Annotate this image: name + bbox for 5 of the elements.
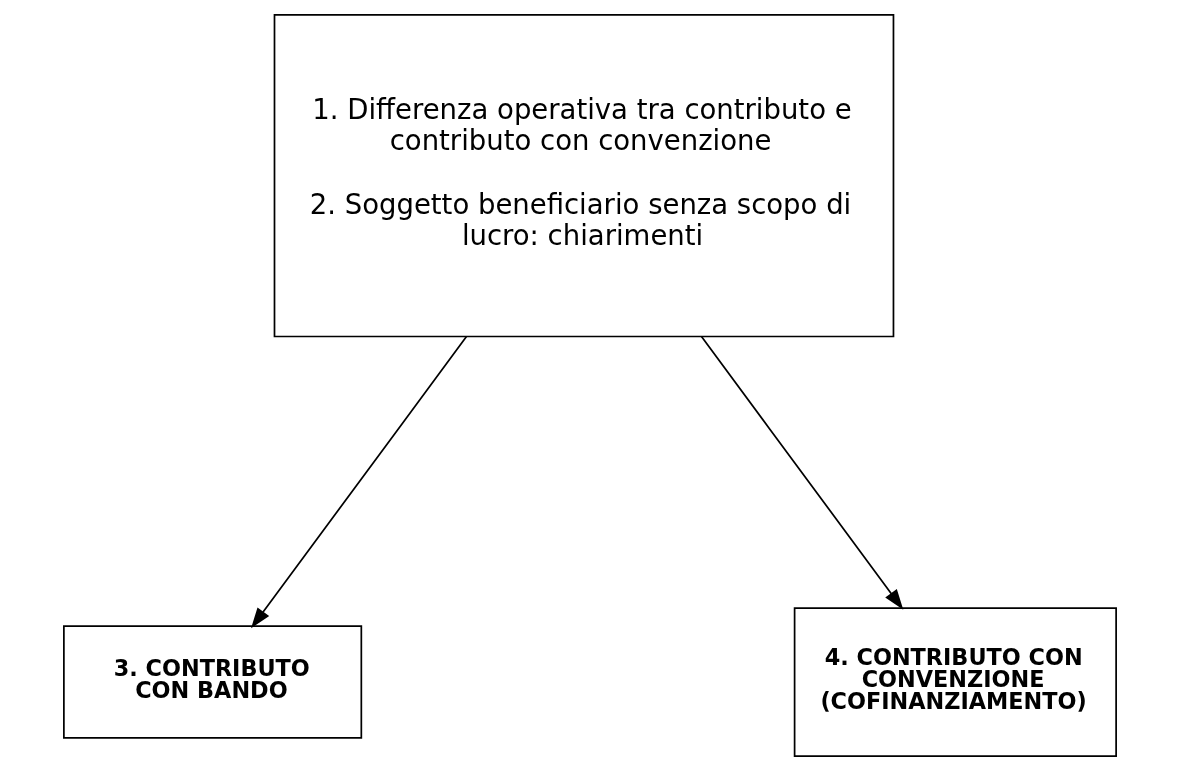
arrow: [700, 335, 903, 610]
node-box: 3. CONTRIBUTO CON BANDO: [62, 625, 362, 739]
arrow: [250, 335, 467, 629]
node-box: 1. Differenza operativa tra contributo e contributo con convenzione 2. Soggetto beneficiario senza scopo di lucro: chiarimenti: [273, 14, 894, 338]
node-box: 4. CONTRIBUTO CON CONVENZIONE (COFINANZIAMENTO): [793, 607, 1117, 757]
